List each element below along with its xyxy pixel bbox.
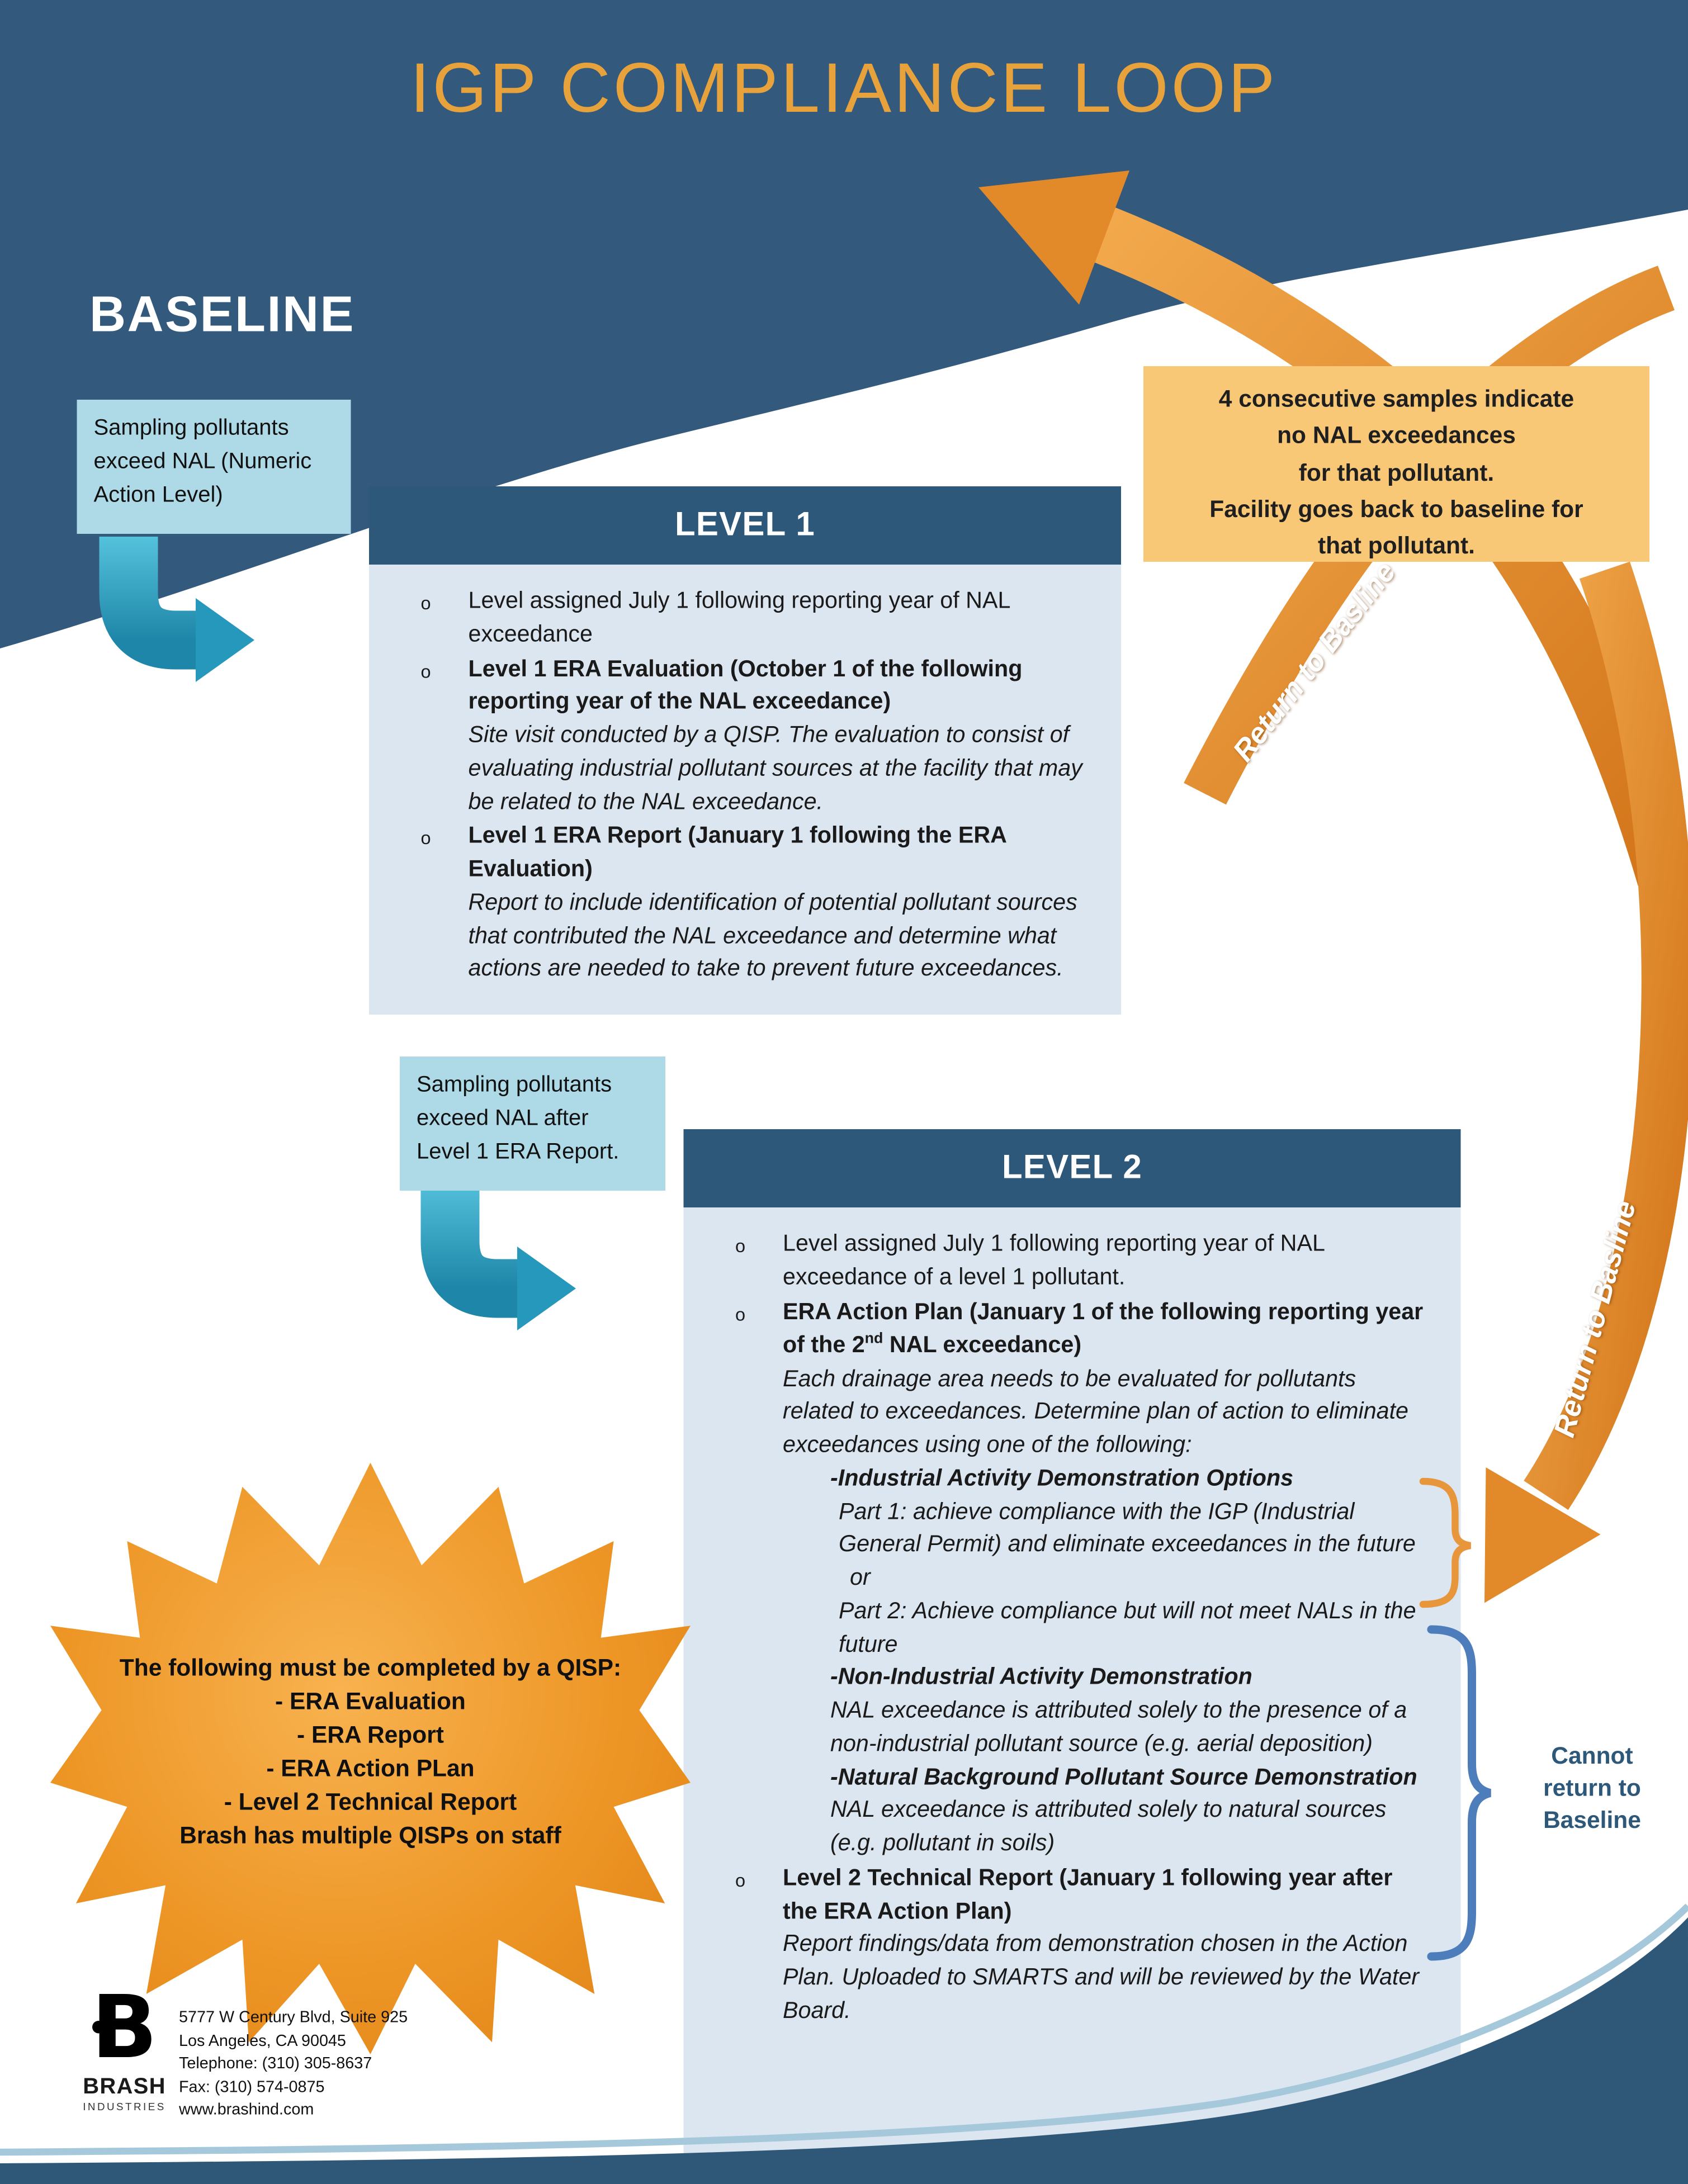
option-non-industrial-desc: NAL exceedance is attributed solely to t… [830,1698,1407,1756]
flow-arrow-to-level2 [420,1178,517,1318]
return-to-baseline-label-top: Return to Basline [1227,556,1402,768]
level2-demonstration-options: -Industrial Activity Demonstration Optio… [830,1463,1427,1861]
company-address: 5777 W Century Blvd, Suite 925 Los Angel… [179,2010,408,2119]
brand-subtitle: INDUSTRIES [83,2100,166,2113]
level2-era-action-plan-desc: Each drainage area needs to be evaluated… [783,1366,1409,1458]
level1-header: LEVEL 1 [369,486,1121,565]
or-label: or [850,1565,871,1590]
option-industrial-part1: Part 1: achieve compliance with the IGP … [839,1499,1416,1557]
level1-body: o Level assigned July 1 following report… [369,565,1121,1015]
option-natural-background-desc: NAL exceedance is attributed solely to n… [830,1797,1387,1856]
bullet-icon: o [735,1869,746,1891]
starburst-footnote: Brash has multiple QISPs on staff [179,1822,561,1849]
bullet-icon: o [735,1303,746,1324]
bullet-icon: o [420,660,431,681]
flow-arrow-to-level2-head [517,1246,576,1330]
page-title: IGP COMPLIANCE LOOP [410,49,1278,127]
return-arrow-top-head [978,170,1129,305]
level2-item-technical-report: o Level 2 Technical Report (January 1 fo… [726,1863,1427,2029]
level2-header: LEVEL 2 [683,1129,1461,1207]
baseline-label: BASELINE [89,285,356,343]
level2-panel: LEVEL 2 o Level assigned July 1 followin… [683,1129,1461,2184]
level2-item-assigned: o Level assigned July 1 following report… [726,1229,1427,1295]
option-natural-background-title: -Natural Background Pollutant Source Dem… [830,1764,1417,1790]
callout-four-consecutive-samples: 4 consecutive samples indicate no NAL ex… [1143,366,1649,562]
level1-era-report-title: Level 1 ERA Report (January 1 following … [468,823,1006,882]
level1-era-evaluation-title: Level 1 ERA Evaluation (October 1 of the… [468,656,1023,715]
level1-item-era-report: o Level 1 ERA Report (January 1 followin… [411,821,1087,987]
level1-era-evaluation-desc: Site visit conducted by a QISP. The eval… [468,722,1082,814]
return-arrow-right-body [1524,561,1688,1510]
bullet-icon: o [420,827,431,849]
level1-era-report-desc: Report to include identification of pote… [468,889,1077,982]
level1-item-assigned: o Level assigned July 1 following report… [411,586,1087,652]
bullet-icon: o [735,1235,746,1257]
option-industrial-part2: Part 2: Achieve compliance but will not … [839,1598,1416,1657]
option-non-industrial-title: -Non-Industrial Activity Demonstration [830,1665,1252,1690]
callout-sampling-exceed-after-level1: Sampling pollutants exceed NAL after Lev… [400,1057,665,1191]
brand-name: BRASH [83,2075,166,2099]
level2-item-era-action-plan: o ERA Action Plan (January 1 of the foll… [726,1296,1427,1861]
option-industrial-title: -Industrial Activity Demonstration Optio… [830,1465,1294,1491]
level2-item-assigned-text: Level assigned July 1 following reportin… [783,1231,1325,1290]
cannot-return-label: Cannot return to Baseline [1543,1742,1641,1834]
company-footer: B BRASH INDUSTRIES 5777 W Century Blvd, … [81,1984,408,2122]
level1-item-assigned-text: Level assigned July 1 following reportin… [468,588,1010,647]
qisp-requirements-starburst: The following must be completed by a QIS… [50,1462,691,2054]
level2-technical-report-title: Level 2 Technical Report (January 1 foll… [783,1865,1393,1924]
flow-arrow-baseline-to-level1 [99,537,196,670]
starburst-items: - ERA Evaluation - ERA Report - ERA Acti… [224,1688,517,1816]
level1-panel: LEVEL 1 o Level assigned July 1 followin… [369,486,1121,1015]
return-arrow-right-head [1484,1467,1601,1603]
level2-body: o Level assigned July 1 following report… [683,1207,1461,2184]
logo-dot-icon [92,2021,105,2034]
level2-technical-report-desc: Report findings/data from demonstration … [783,1931,1420,2024]
callout-sampling-exceed-nal: Sampling pollutants exceed NAL (Numeric … [77,400,351,534]
superscript-nd: nd [864,1330,883,1348]
flow-arrow-baseline-to-level1-head [195,598,254,682]
level2-era-action-plan-title: ERA Action Plan (January 1 of the follow… [783,1299,1424,1358]
bullet-icon: o [420,593,431,614]
starburst-heading: The following must be completed by a QIS… [119,1655,622,1681]
level1-item-era-evaluation: o Level 1 ERA Evaluation (October 1 of t… [411,653,1087,819]
return-to-baseline-label-right: Return to Basline [1548,1197,1643,1441]
brash-logo: B BRASH INDUSTRIES [81,1984,168,2122]
